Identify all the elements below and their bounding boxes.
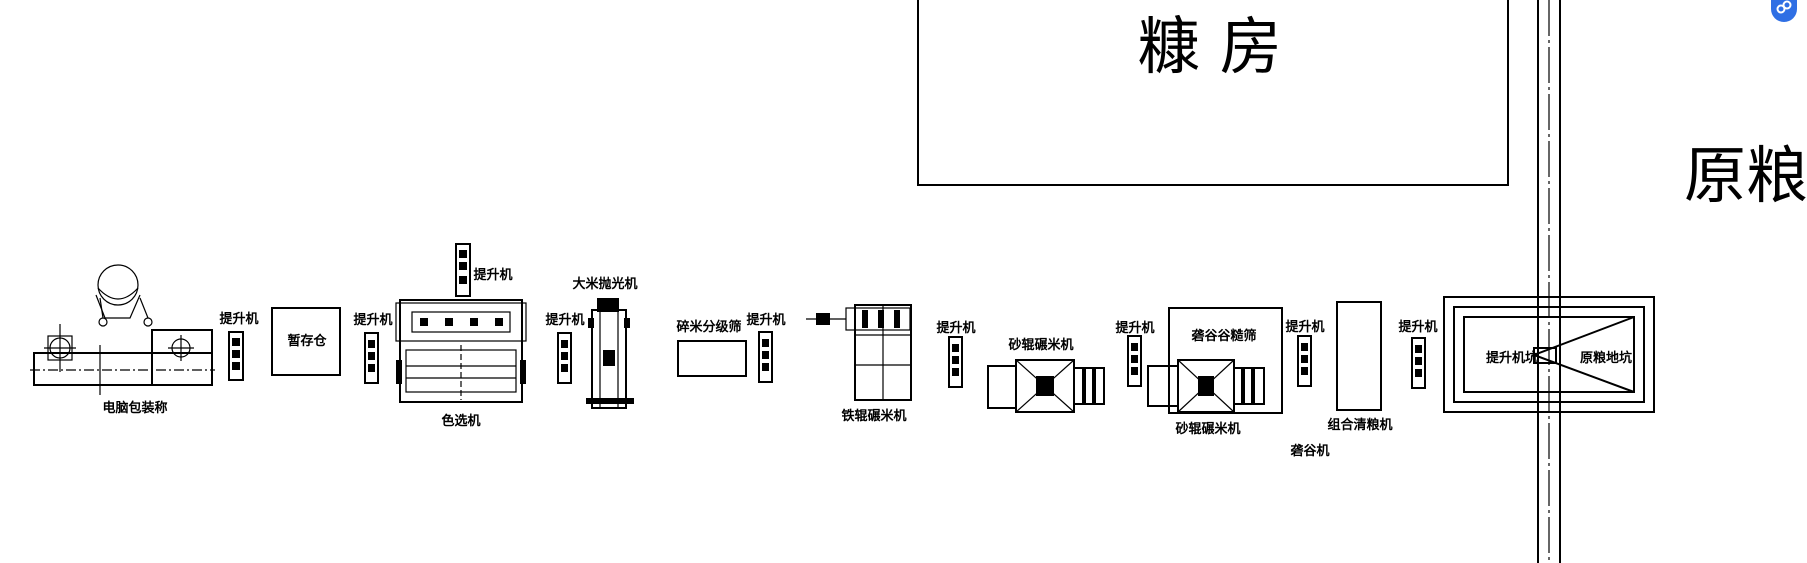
elevator-3-label: 提升机 — [473, 267, 512, 283]
elevator-7: 提升机 — [1115, 320, 1155, 387]
paddy-separator-label: 砻谷谷糙筛 — [1191, 328, 1256, 344]
broken-rice-grader: 碎米分级筛 — [676, 319, 747, 377]
bran-room: 糠 房 — [917, 0, 1509, 186]
elevator-1: 提升机 — [219, 311, 259, 381]
elevator-5: 提升机 — [746, 312, 786, 383]
computer-scale-label: 电脑包装称 — [102, 400, 167, 416]
elevator-6: 提升机 — [936, 320, 976, 388]
link-button[interactable] — [1771, 0, 1797, 22]
elevator-3: 提升机 — [455, 243, 513, 297]
elevator-4-label: 提升机 — [545, 312, 584, 328]
rice-polisher: 大米抛光机 — [572, 276, 638, 409]
grader-label: 碎米分级筛 — [676, 319, 741, 335]
elevator-2-label: 提升机 — [353, 312, 392, 328]
elevator-8: 提升机 — [1285, 319, 1325, 387]
elevator-1-label: 提升机 — [219, 311, 258, 327]
elevator-6-label: 提升机 — [936, 320, 975, 336]
color-sorter: 色选机 — [395, 299, 527, 429]
temporary-bin: 暂存仓 — [271, 307, 341, 376]
color-sorter-label: 色选机 — [441, 413, 480, 429]
elevator-8-label: 提升机 — [1285, 319, 1324, 335]
iron-roll-mill-label: 铁辊碾米机 — [840, 408, 906, 424]
sand-roll-mill-1-label: 砂辊碾米机 — [1007, 337, 1073, 353]
sand-roller-mill-2: 砂辊碾米机 — [1147, 359, 1265, 437]
elevator-pit-label: 提升机坑 — [1486, 350, 1538, 366]
polisher-label: 大米抛光机 — [572, 276, 637, 292]
temp-bin-label: 暂存仓 — [287, 333, 327, 349]
elevator-9: 提升机 — [1398, 319, 1438, 389]
sand-roller-mill-1: 砂辊碾米机 — [987, 337, 1105, 413]
computer-packing-scale: 电脑包装称 — [30, 264, 215, 416]
raw-grain-title: 原粮 — [1684, 139, 1807, 212]
pit-area: 提升机坑 原粮地坑 — [1443, 296, 1655, 413]
elevator-2: 提升机 — [353, 312, 393, 384]
raw-grain-pit-label: 原粮地坑 — [1580, 350, 1632, 366]
combined-cleaner: 组合清粮机 — [1327, 301, 1393, 433]
link-icon — [1776, 0, 1792, 14]
vertical-conveyor — [1537, 0, 1561, 563]
elevator-9-label: 提升机 — [1398, 319, 1437, 335]
sand-roll-mill-2-label: 砂辊碾米机 — [1174, 421, 1240, 437]
bran-room-title: 糠 房 — [1138, 10, 1282, 83]
elevator-4: 提升机 — [545, 312, 585, 384]
husker-label: 砻谷机 — [1290, 443, 1329, 459]
elevator-7-label: 提升机 — [1115, 320, 1154, 336]
elevator-5-label: 提升机 — [746, 312, 785, 328]
combined-cleaner-label: 组合清粮机 — [1327, 417, 1392, 433]
iron-roller-mill: 铁辊碾米机 — [806, 304, 912, 424]
